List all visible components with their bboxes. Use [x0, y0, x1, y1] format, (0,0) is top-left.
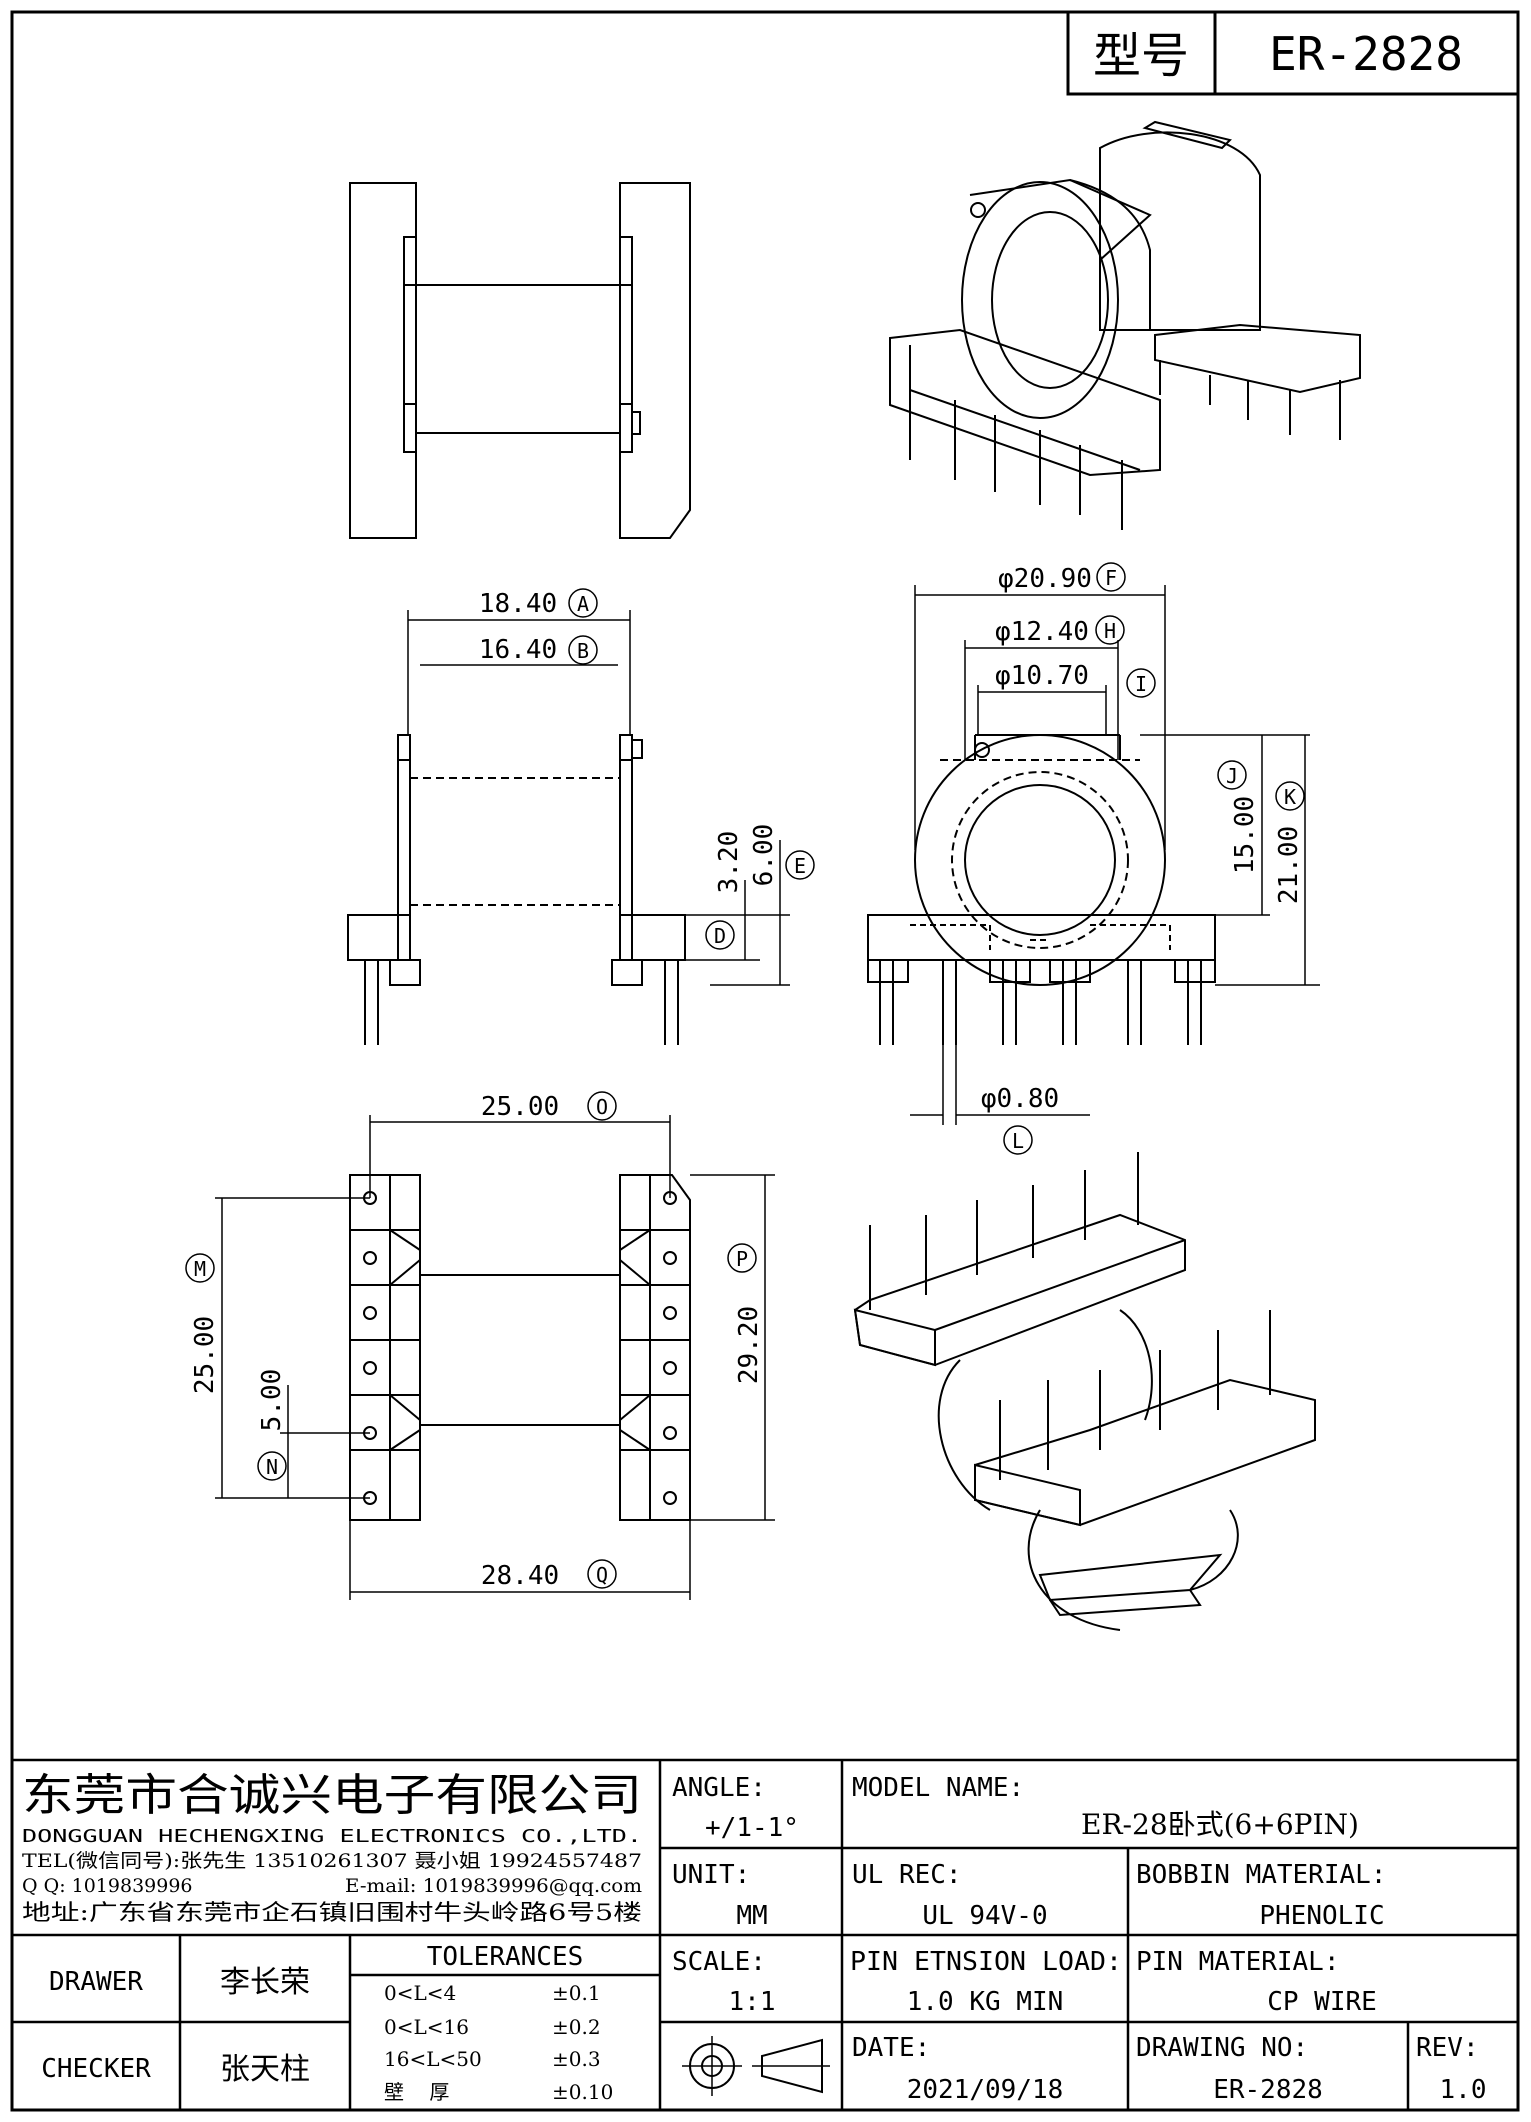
- dim-i-letter: I: [1135, 672, 1147, 696]
- top-model-box: 型号 ER-2828: [1066, 10, 1520, 96]
- projection-symbol-icon: [682, 2036, 830, 2096]
- dim-h-value: φ12.40: [995, 617, 1089, 647]
- company-info: 东莞市合诚兴电子有限公司 DONGGUAN HECHENGXING ELECTR…: [22, 1770, 642, 1926]
- scale-value: 1:1: [729, 1987, 776, 2017]
- model-name-value: ER-28卧式(6+6PIN): [1081, 1808, 1359, 1841]
- dim-a-value: 18.40: [479, 589, 557, 619]
- dim-p-letter: P: [736, 1247, 748, 1271]
- dim-j-letter: J: [1226, 764, 1238, 788]
- dim-n-letter: N: [266, 1455, 278, 1479]
- checker-label: CHECKER: [41, 2054, 151, 2084]
- rev-value: 1.0: [1440, 2075, 1487, 2105]
- dim-m-value: 25.00: [190, 1316, 220, 1394]
- isometric-view-bottom: [853, 1152, 1316, 1631]
- title-block-fields: ANGLE: +/1-1° MODEL NAME: ER-28卧式(6+6PIN…: [41, 1773, 1486, 2105]
- angle-value: +/1-1°: [705, 1813, 799, 1843]
- unit-label: UNIT:: [672, 1860, 750, 1890]
- dim-d-letter: D: [714, 924, 726, 948]
- dim-q-letter: Q: [596, 1563, 608, 1587]
- rev-label: REV:: [1416, 2033, 1479, 2063]
- dim-n-value: 5.00: [257, 1369, 287, 1432]
- dim-f-value: φ20.90: [998, 564, 1092, 594]
- dim-m-letter: M: [194, 1257, 206, 1281]
- angle-label: ANGLE:: [672, 1773, 766, 1803]
- dim-k-letter: K: [1284, 785, 1296, 809]
- dim-d-value: 3.20: [714, 831, 744, 894]
- ul-rec-label: UL REC:: [852, 1860, 962, 1890]
- dim-f-letter: F: [1105, 566, 1117, 590]
- dim-k-value: 21.00: [1274, 826, 1304, 904]
- tolerance-value: ±0.1: [552, 1981, 601, 2005]
- company-email: E-mail: 1019839996@qq.com: [345, 1875, 642, 1897]
- isometric-view-top: [889, 120, 1361, 530]
- pin-tension-label: PIN ETNSION LOAD:: [850, 1947, 1122, 1977]
- tolerance-value: ±0.3: [552, 2047, 601, 2071]
- dim-b-value: 16.40: [479, 635, 557, 665]
- date-value: 2021/09/18: [907, 2075, 1064, 2105]
- end-view: φ20.90 F φ12.40 H φ10.70 I 15.00 21.00 J…: [867, 562, 1320, 1155]
- drawing-no-value: ER-2828: [1213, 2075, 1323, 2105]
- tolerance-range: 0<L<16: [384, 2015, 469, 2039]
- dim-a-letter: A: [577, 592, 589, 616]
- ul-rec-value: UL 94V-0: [922, 1901, 1047, 1931]
- dim-q-value: 28.40: [481, 1561, 559, 1591]
- company-name-en: DONGGUAN HECHENGXING ELECTRONICS CO.,LTD…: [22, 1826, 642, 1847]
- tolerance-range: 0<L<4: [384, 1981, 456, 2005]
- dim-o-letter: O: [596, 1095, 608, 1119]
- title-block: [12, 1758, 1518, 2110]
- dim-j-value: 15.00: [1230, 796, 1260, 874]
- model-name-label: MODEL NAME:: [852, 1773, 1024, 1803]
- scale-label: SCALE:: [672, 1947, 766, 1977]
- company-name-cn: 东莞市合诚兴电子有限公司: [22, 1770, 642, 1821]
- company-tel: TEL(微信同号):张先生 13510261307 聂小姐 1992455748…: [22, 1850, 642, 1872]
- dim-h-letter: H: [1104, 619, 1116, 643]
- dim-b-letter: B: [577, 639, 589, 663]
- model-label: 型号: [1093, 28, 1189, 84]
- front-view: 18.40 A 16.40 B 3.20 6.00 D E: [347, 588, 815, 1045]
- drawer-value: 李长荣: [220, 1965, 310, 2000]
- checker-value: 张天柱: [220, 2052, 310, 2087]
- company-qq: Q Q: 1019839996: [22, 1875, 193, 1897]
- company-address: 地址:广东省东莞市企石镇旧围村牛头岭路6号5楼: [22, 1901, 642, 1926]
- bobbin-material-label: BOBBIN MATERIAL:: [1136, 1860, 1386, 1890]
- dim-p-value: 29.20: [734, 1306, 764, 1384]
- tolerances-label: TOLERANCES: [427, 1942, 584, 1972]
- dim-o-value: 25.00: [481, 1092, 559, 1122]
- tolerance-value: ±0.10: [552, 2080, 613, 2104]
- dim-l-letter: L: [1012, 1129, 1024, 1153]
- tolerance-range: 壁 厚: [384, 2080, 449, 2104]
- dim-e-letter: E: [794, 854, 806, 878]
- tolerance-table: 0<L<4 ±0.1 0<L<16 ±0.2 16<L<50 ±0.3 壁 厚 …: [384, 1981, 613, 2104]
- dim-e-value: 6.00: [749, 824, 779, 887]
- dim-l-value: φ0.80: [981, 1084, 1059, 1114]
- model-value: ER-2828: [1269, 27, 1463, 81]
- drawer-label: DRAWER: [49, 1967, 143, 1997]
- drawing-border: [10, 10, 1520, 2112]
- side-view-top: [349, 182, 691, 539]
- drawing-no-label: DRAWING NO:: [1136, 2033, 1308, 2063]
- pin-material-label: PIN MATERIAL:: [1136, 1947, 1340, 1977]
- date-label: DATE:: [852, 2033, 930, 2063]
- bottom-view: 25.00 O 25.00 M 5.00 N 29.20 P 28.40 Q: [185, 1091, 775, 1600]
- bobbin-material-value: PHENOLIC: [1259, 1901, 1384, 1931]
- tolerance-range: 16<L<50: [384, 2047, 482, 2071]
- tolerance-value: ±0.2: [552, 2015, 601, 2039]
- pin-tension-value: 1.0 KG MIN: [907, 1987, 1064, 2017]
- pin-material-value: CP WIRE: [1267, 1987, 1377, 2017]
- dim-i-value: φ10.70: [995, 661, 1089, 691]
- unit-value: MM: [736, 1901, 767, 1931]
